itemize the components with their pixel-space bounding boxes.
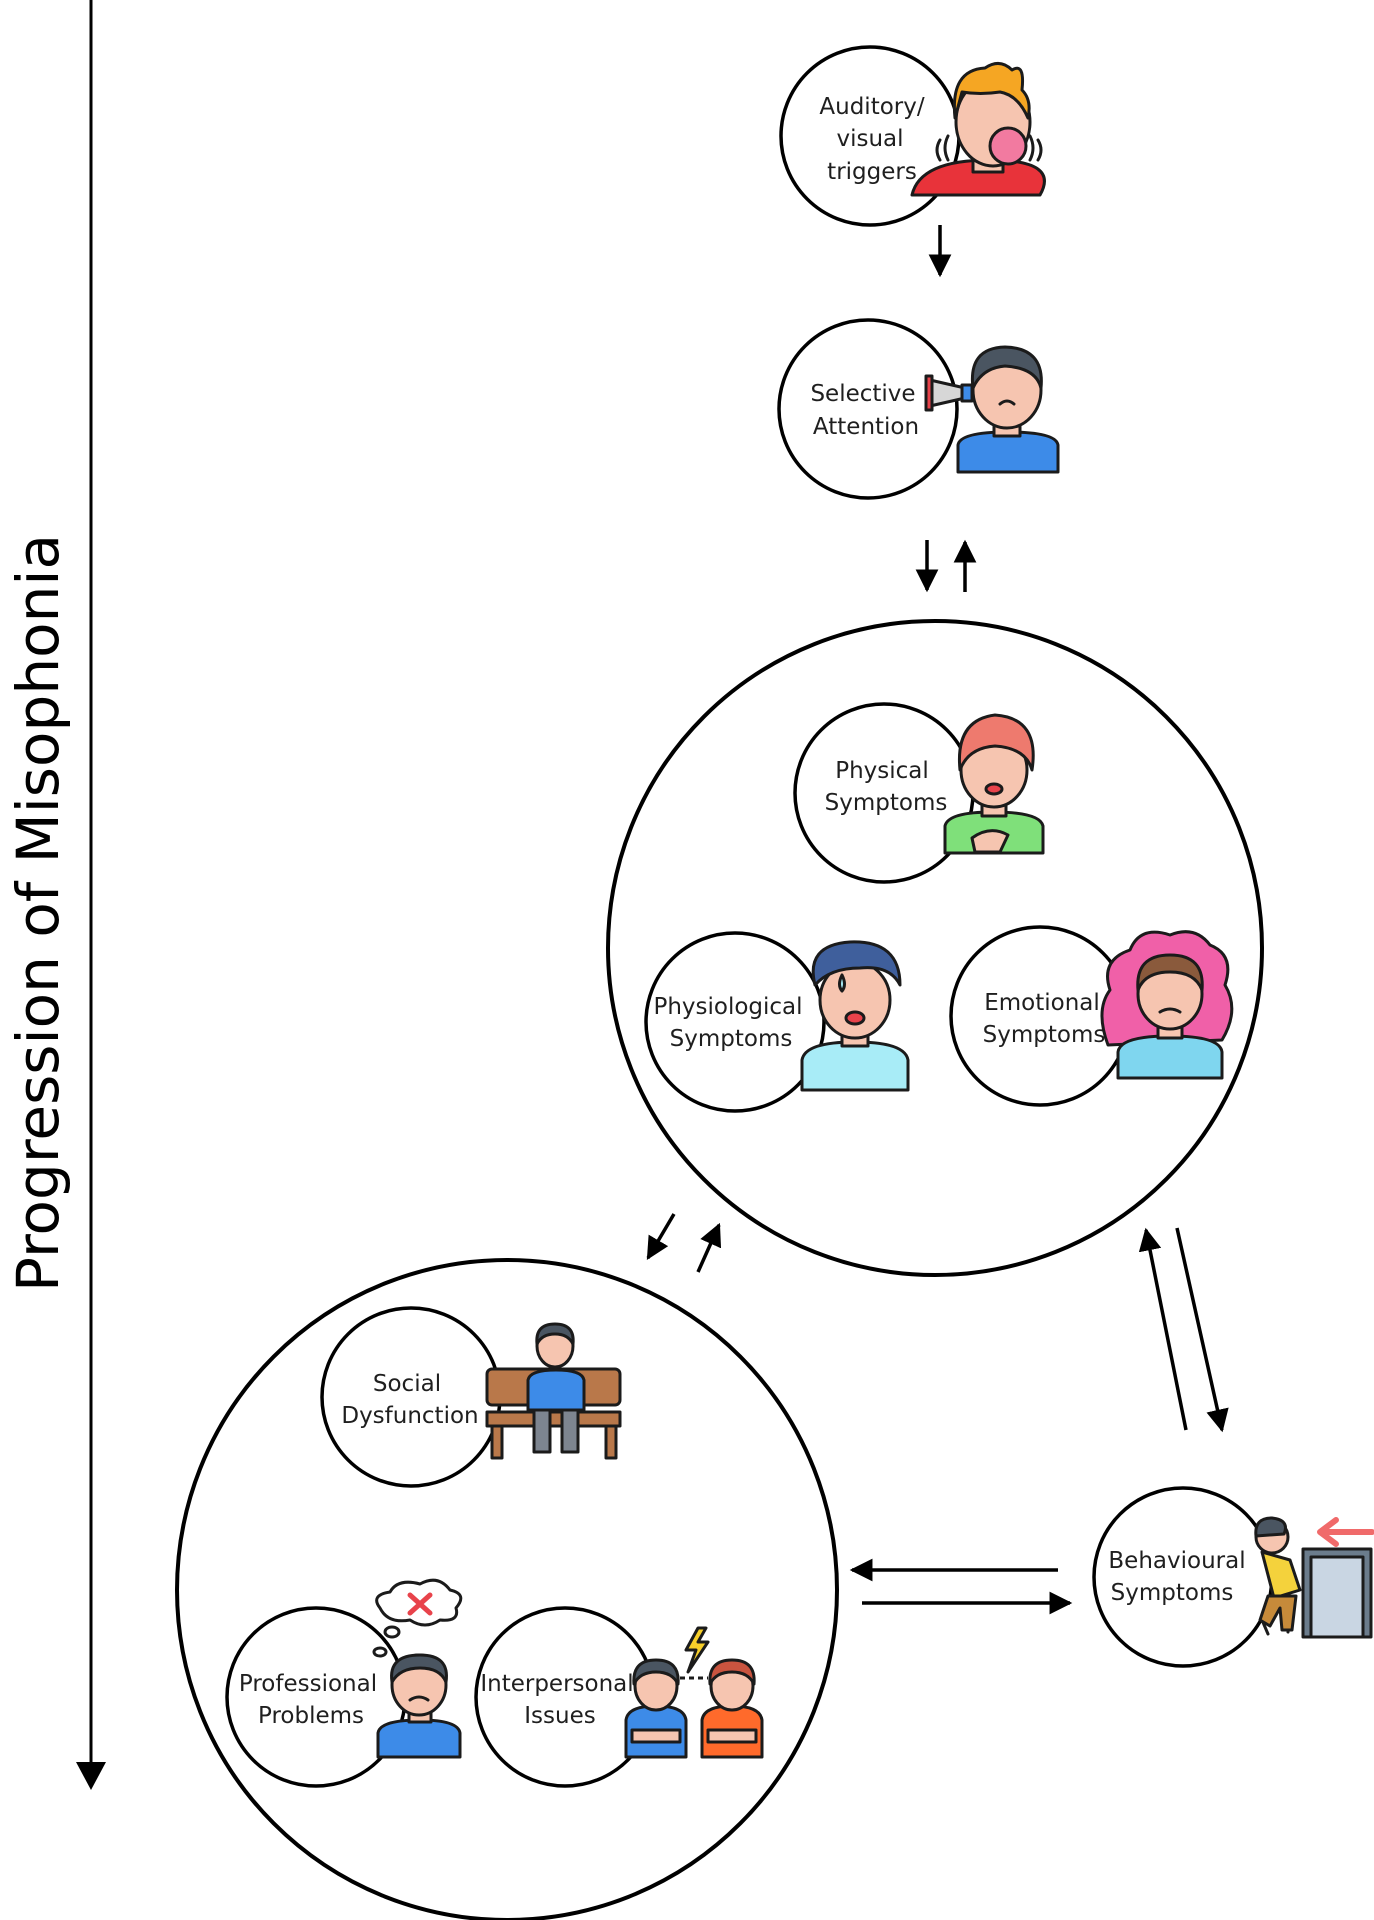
node-triggers[interactable]: Auditory/ visual triggers (779, 45, 1046, 227)
node-emotional-symptoms[interactable]: Emotional Symptoms (949, 925, 1234, 1107)
node-label-line2: Problems (258, 1703, 364, 1729)
arrow-symptoms-to-consequences (646, 1213, 676, 1260)
two-arguing-people-icon (624, 1626, 764, 1759)
arrow-symptoms-to-behavioural (1175, 1227, 1229, 1433)
node-label-line1: Selective (810, 381, 915, 407)
node-label-line2: Attention (813, 414, 919, 440)
node-label-line1: Physiological (653, 994, 802, 1020)
worried-person-thought-cloud-icon (372, 1578, 463, 1759)
node-ring (777, 318, 959, 500)
node-label-line1: Emotional (984, 990, 1100, 1016)
axis-arrowhead-icon (76, 1762, 106, 1790)
node-label-line1: Physical (835, 758, 929, 784)
node-label-line2: Symptoms (1111, 1580, 1234, 1606)
node-label-line2: Issues (524, 1703, 595, 1729)
arrow-behavioural-to-symptoms (1138, 1227, 1188, 1431)
person-alone-on-bench-icon (485, 1322, 622, 1460)
node-behavioural-symptoms[interactable]: Behavioural Symptoms (1092, 1486, 1374, 1668)
node-label-line3: triggers (827, 159, 917, 185)
node-social-dysfunction[interactable]: Social Dysfunction (320, 1306, 622, 1488)
consequences-cluster-ring (175, 1258, 839, 1920)
node-label-line2: visual (836, 126, 903, 152)
node-physiological-symptoms[interactable]: Physiological Symptoms (644, 931, 910, 1113)
node-professional-problems[interactable]: Professional Problems (225, 1578, 463, 1788)
node-interpersonal-issues[interactable]: Interpersonal Issues (474, 1606, 764, 1788)
node-label-line2: Symptoms (825, 790, 948, 816)
chest-pain-person-icon (943, 713, 1045, 855)
node-label-line2: Dysfunction (341, 1403, 478, 1429)
node-label-line1: Behavioural (1108, 1548, 1245, 1574)
symptoms-cluster-ring (606, 619, 1264, 1277)
node-label-line1: Social (373, 1371, 441, 1397)
node-label-line1: Professional (239, 1671, 377, 1697)
megaphone-ear-person-icon (924, 345, 1060, 474)
bubblegum-chewing-person-icon (910, 62, 1046, 197)
progression-axis: Progression of Misophonia (4, 0, 106, 1790)
node-physical-symptoms[interactable]: Physical Symptoms (793, 702, 1045, 884)
axis-title: Progression of Misophonia (4, 534, 72, 1292)
sweating-person-icon (800, 940, 910, 1092)
node-label-line2: Symptoms (670, 1026, 793, 1052)
node-ring (1092, 1486, 1274, 1668)
node-label-line1: Interpersonal (480, 1671, 633, 1697)
node-label-line1: Auditory/ (819, 94, 924, 120)
person-exiting-door-icon (1254, 1516, 1374, 1639)
angry-aura-person-icon (1100, 930, 1234, 1080)
node-ring (225, 1606, 407, 1788)
node-ring (320, 1306, 502, 1488)
node-ring (644, 931, 826, 1113)
arrow-consequences-to-symptoms (696, 1222, 722, 1273)
node-ring (474, 1606, 656, 1788)
node-label-line2: Symptoms (983, 1022, 1106, 1048)
node-selective-attention[interactable]: Selective Attention (777, 318, 1060, 500)
